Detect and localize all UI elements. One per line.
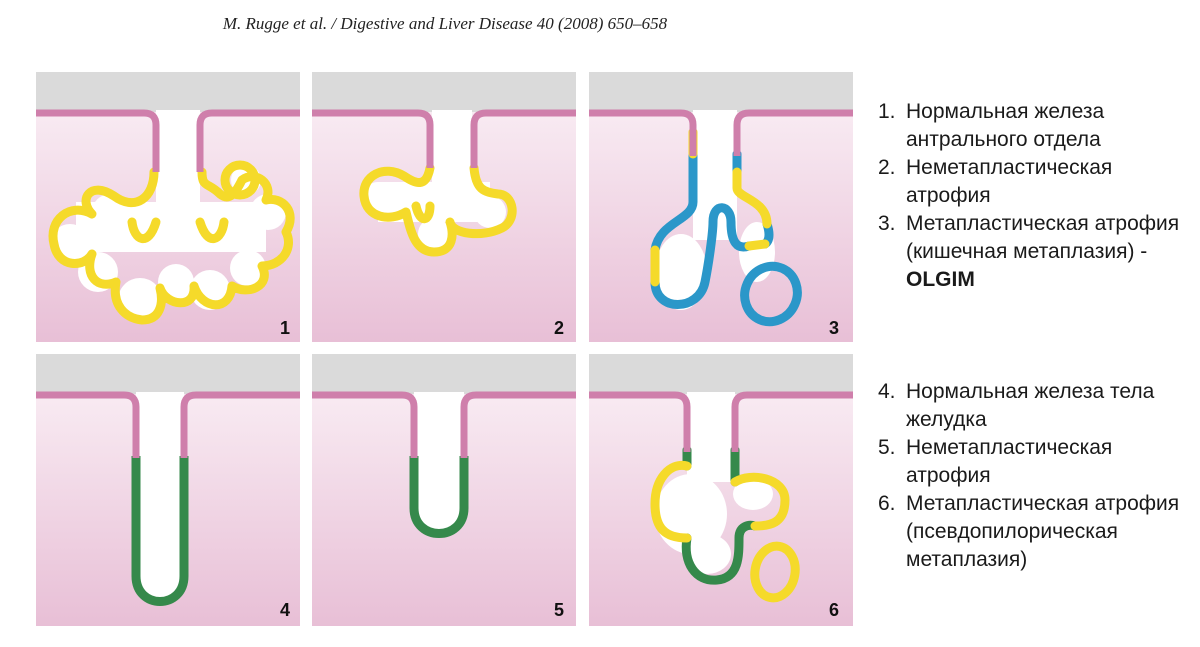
lumen-band bbox=[589, 72, 853, 112]
oxyntic-atrophy-figure: 5 bbox=[312, 354, 576, 626]
foveolar-epithelium bbox=[36, 391, 300, 458]
lumen-band bbox=[312, 354, 576, 394]
foveolar-epithelium bbox=[312, 109, 576, 168]
diagram-panel-5: 5 bbox=[312, 354, 576, 626]
isolated-pseudopyloric-gland bbox=[750, 541, 800, 603]
olgim-label: OLGIM bbox=[906, 268, 975, 291]
gland-lumen bbox=[136, 392, 184, 602]
diagram-panel-1: 1 bbox=[36, 72, 300, 342]
legend-item: 1.Нормальная железа антрального отдела bbox=[878, 100, 1105, 151]
citation: M. Rugge et al. / Digestive and Liver Di… bbox=[222, 14, 668, 33]
legend-antrum: 1.Нормальная железа антрального отдела 2… bbox=[870, 98, 1195, 294]
legend-item: 2.Неметапластическая атрофия bbox=[878, 156, 1113, 207]
lumen-band bbox=[36, 72, 300, 112]
oxyntic-epithelium bbox=[131, 456, 189, 606]
panel-number: 2 bbox=[554, 318, 564, 338]
lumen-band bbox=[36, 354, 300, 394]
diagram-panel-2: 2 bbox=[312, 72, 576, 342]
oxyntic-epithelium bbox=[409, 456, 469, 538]
gland-lumen bbox=[414, 392, 464, 534]
panel-number: 1 bbox=[280, 318, 290, 338]
oxyntic-gland-normal-figure: 4 bbox=[36, 354, 300, 626]
panel-number: 4 bbox=[280, 600, 290, 620]
foveolar-epithelium bbox=[312, 391, 576, 458]
diagram-panel-4: 4 bbox=[36, 354, 300, 626]
foveolar-epithelium bbox=[36, 109, 300, 172]
gland-lumen bbox=[655, 110, 775, 310]
legend-item: 6.Метапластическая атрофия (псевдопилори… bbox=[878, 492, 1180, 571]
panel-number: 5 bbox=[554, 600, 564, 620]
foveolar-epithelium bbox=[589, 391, 853, 452]
diagram-panel-3: 3 bbox=[589, 72, 853, 342]
lumen-band bbox=[589, 354, 853, 394]
panel-number: 3 bbox=[829, 318, 839, 338]
gland-lumen bbox=[362, 110, 506, 250]
legend-item: 4.Нормальная железа тела желудка bbox=[878, 380, 1155, 431]
lumen-band bbox=[312, 72, 576, 112]
legend-corpus: 4.Нормальная железа тела желудка 5.Немет… bbox=[870, 378, 1195, 574]
antral-atrophy-figure: 2 bbox=[312, 72, 576, 342]
pseudopyloric-metaplasia-figure: 6 bbox=[589, 354, 853, 626]
antral-epithelium bbox=[48, 160, 295, 325]
legend-item: 3.Метапластическая атрофия (кишечная мет… bbox=[878, 212, 1180, 291]
antral-gland-normal-figure: 1 bbox=[36, 72, 300, 342]
isolated-intestinal-gland bbox=[740, 261, 802, 327]
antral-epithelium bbox=[650, 460, 800, 603]
panel-number: 6 bbox=[829, 600, 839, 620]
legend-item: 5.Неметапластическая атрофия bbox=[878, 436, 1113, 487]
diagram-panel-6: 6 bbox=[589, 354, 853, 626]
antral-epithelium bbox=[359, 163, 517, 257]
foveolar-epithelium bbox=[589, 109, 853, 156]
intestinal-metaplasia-figure: 3 bbox=[589, 72, 853, 342]
